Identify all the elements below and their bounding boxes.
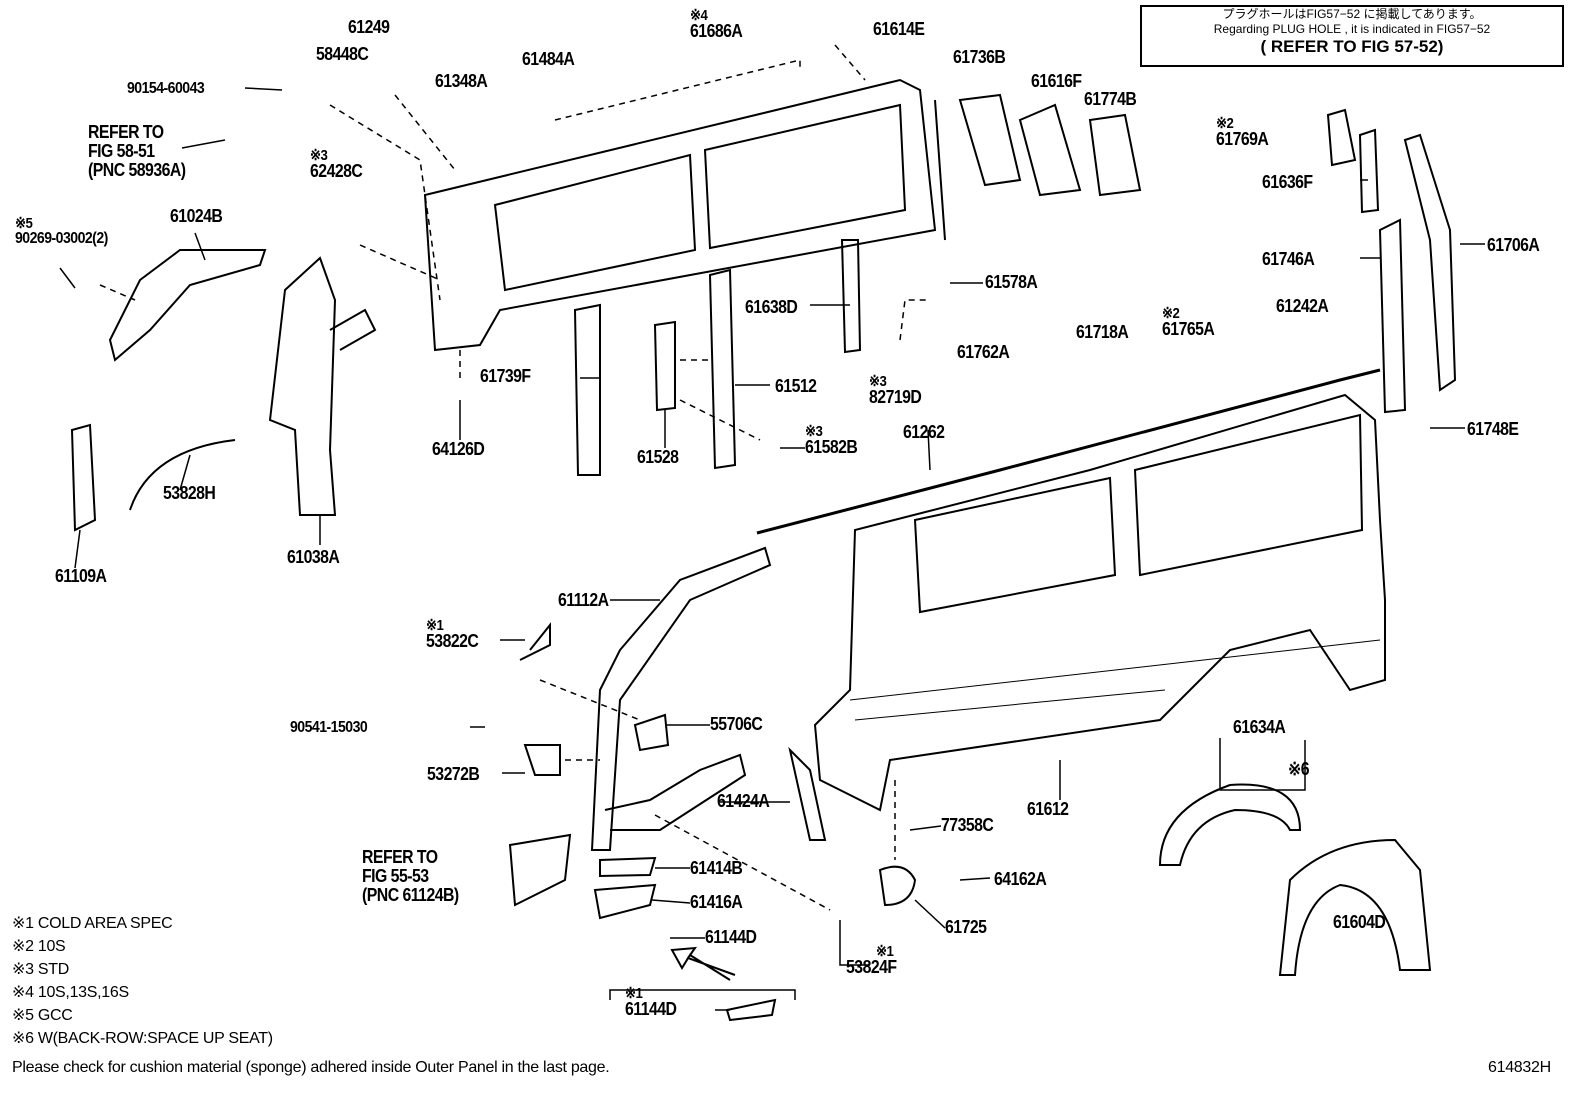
footnote: ※6 W(BACK-ROW:SPACE UP SEAT) <box>12 1030 273 1047</box>
part-label-77358c[interactable]: 77358C <box>941 815 994 835</box>
part-label-55706c[interactable]: 55706C <box>710 714 763 734</box>
part-label-90154-60043[interactable]: 90154-60043 <box>127 80 205 97</box>
part-label-61242a[interactable]: 61242A <box>1276 296 1329 316</box>
footnote: ※5 GCC <box>12 1007 73 1024</box>
notice-jp: プラグホールはFIG57−52 に掲載してあります。 <box>1222 7 1482 21</box>
part-label-61578a[interactable]: 61578A <box>985 272 1038 292</box>
part-label-61748e[interactable]: 61748E <box>1467 419 1519 439</box>
inner-upper-panel <box>423 78 937 352</box>
part-label-61144d[interactable]: 61144D <box>625 999 677 1019</box>
part-label-61725[interactable]: 61725 <box>945 917 987 937</box>
roof-rail <box>756 368 1381 535</box>
condition-mark: ※2 <box>1162 305 1180 322</box>
mark-6: ※6 <box>1288 759 1310 779</box>
part-label-53824f[interactable]: 53824F <box>846 957 897 977</box>
part-label-61528[interactable]: 61528 <box>637 447 679 467</box>
part-label-90541-15030[interactable]: 90541-15030 <box>290 719 368 736</box>
part-label-61706a[interactable]: 61706A <box>1487 235 1540 255</box>
condition-mark: ※4 <box>690 7 708 24</box>
part-label-61414b[interactable]: 61414B <box>690 858 743 878</box>
part-label-61746a[interactable]: 61746A <box>1262 249 1315 269</box>
part-label-61038a[interactable]: 61038A <box>287 547 340 567</box>
bottom-note: Please check for cushion material (spong… <box>12 1059 610 1076</box>
wheel-housing-inner <box>1278 838 1432 976</box>
notice-en: Regarding PLUG HOLE , it is indicated in… <box>1213 22 1491 36</box>
part-label-61686a[interactable]: 61686A <box>690 21 743 41</box>
part-label-61112a[interactable]: 61112A <box>558 590 609 610</box>
part-label-61024b[interactable]: 61024B <box>170 206 223 226</box>
part-label-61416a[interactable]: 61416A <box>690 892 743 912</box>
part-label-61638d[interactable]: 61638D <box>745 297 798 317</box>
part-label-53828h[interactable]: 53828H <box>163 483 216 503</box>
figure-id: 614832H <box>1488 1059 1551 1076</box>
front-inner-pillar <box>590 546 772 851</box>
condition-mark: ※3 <box>310 147 328 164</box>
refer-line: FIG 58-51 <box>88 141 155 161</box>
part-label-53272b[interactable]: 53272B <box>427 764 480 784</box>
part-label-61604d[interactable]: 61604D <box>1333 912 1386 932</box>
footnote: ※2 10S <box>12 938 66 955</box>
part-label-61636f[interactable]: 61636F <box>1262 172 1313 192</box>
part-label-61634a[interactable]: 61634A <box>1233 717 1286 737</box>
part-label-90269-03002(2)[interactable]: 90269-03002(2) <box>15 230 108 247</box>
refer-line: REFER TO <box>362 847 438 867</box>
part-label-61144d[interactable]: 61144D <box>705 927 757 947</box>
condition-mark: ※1 <box>625 985 643 1002</box>
part-label-61762a[interactable]: 61762A <box>957 342 1010 362</box>
part-label-61109a[interactable]: 61109A <box>55 566 107 586</box>
refer-fig-58-51[interactable]: REFER TO FIG 58-51 (PNC 58936A) <box>88 123 186 180</box>
refer-fig-55-53[interactable]: REFER TO FIG 55-53 (PNC 61124B) <box>362 848 459 905</box>
part-label-61512[interactable]: 61512 <box>775 376 817 396</box>
part-label-61262[interactable]: 61262 <box>903 422 945 442</box>
refer-line: (PNC 61124B) <box>362 885 459 905</box>
refer-line: FIG 55-53 <box>362 866 429 886</box>
part-label-61739f[interactable]: 61739F <box>480 366 531 386</box>
plug-hole-notice: プラグホールはFIG57−52 に掲載してあります。 Regarding PLU… <box>1140 5 1564 67</box>
part-label-61612[interactable]: 61612 <box>1027 799 1069 819</box>
footnote: ※3 STD <box>12 961 69 978</box>
refer-line: (PNC 58936A) <box>88 160 186 180</box>
part-label-53822c[interactable]: 53822C <box>426 631 479 651</box>
part-label-62428c[interactable]: 62428C <box>310 161 363 181</box>
part-label-61765a[interactable]: 61765A <box>1162 319 1215 339</box>
notice-ref: ( REFER TO FIG 57-52) <box>1260 37 1444 56</box>
part-label-61582b[interactable]: 61582B <box>805 437 858 457</box>
condition-mark: ※3 <box>805 423 823 440</box>
footnote: ※1 COLD AREA SPEC <box>12 915 173 932</box>
footnotes: ※1 COLD AREA SPEC ※2 10S ※3 STD ※4 10S,1… <box>12 912 273 1050</box>
part-label-61484a[interactable]: 61484A <box>522 49 575 69</box>
condition-mark: ※5 <box>15 215 33 232</box>
part-label-64162a[interactable]: 64162A <box>994 869 1047 889</box>
part-label-61424a[interactable]: 61424A <box>717 791 770 811</box>
outer-side-panel <box>813 393 1386 812</box>
wheel-housing-outer <box>1158 783 1302 866</box>
condition-mark: ※1 <box>876 943 894 960</box>
part-label-61614e[interactable]: 61614E <box>873 19 925 39</box>
part-label-61249[interactable]: 61249 <box>348 17 390 37</box>
part-label-64126d[interactable]: 64126D <box>432 439 485 459</box>
part-label-61736b[interactable]: 61736B <box>953 47 1006 67</box>
part-label-61616f[interactable]: 61616F <box>1031 71 1082 91</box>
condition-mark: ※1 <box>426 617 444 634</box>
footnote: ※4 10S,13S,16S <box>12 984 129 1001</box>
part-label-61769a[interactable]: 61769A <box>1216 129 1269 149</box>
part-label-61348a[interactable]: 61348A <box>435 71 488 91</box>
part-label-58448c[interactable]: 58448C <box>316 44 369 64</box>
condition-mark: ※3 <box>869 373 887 390</box>
part-label-61718a[interactable]: 61718A <box>1076 322 1129 342</box>
front-pillar <box>268 256 337 516</box>
condition-mark: ※2 <box>1216 115 1234 132</box>
part-label-61774b[interactable]: 61774B <box>1084 89 1137 109</box>
part-label-82719d[interactable]: 82719D <box>869 387 922 407</box>
refer-line: REFER TO <box>88 122 164 142</box>
